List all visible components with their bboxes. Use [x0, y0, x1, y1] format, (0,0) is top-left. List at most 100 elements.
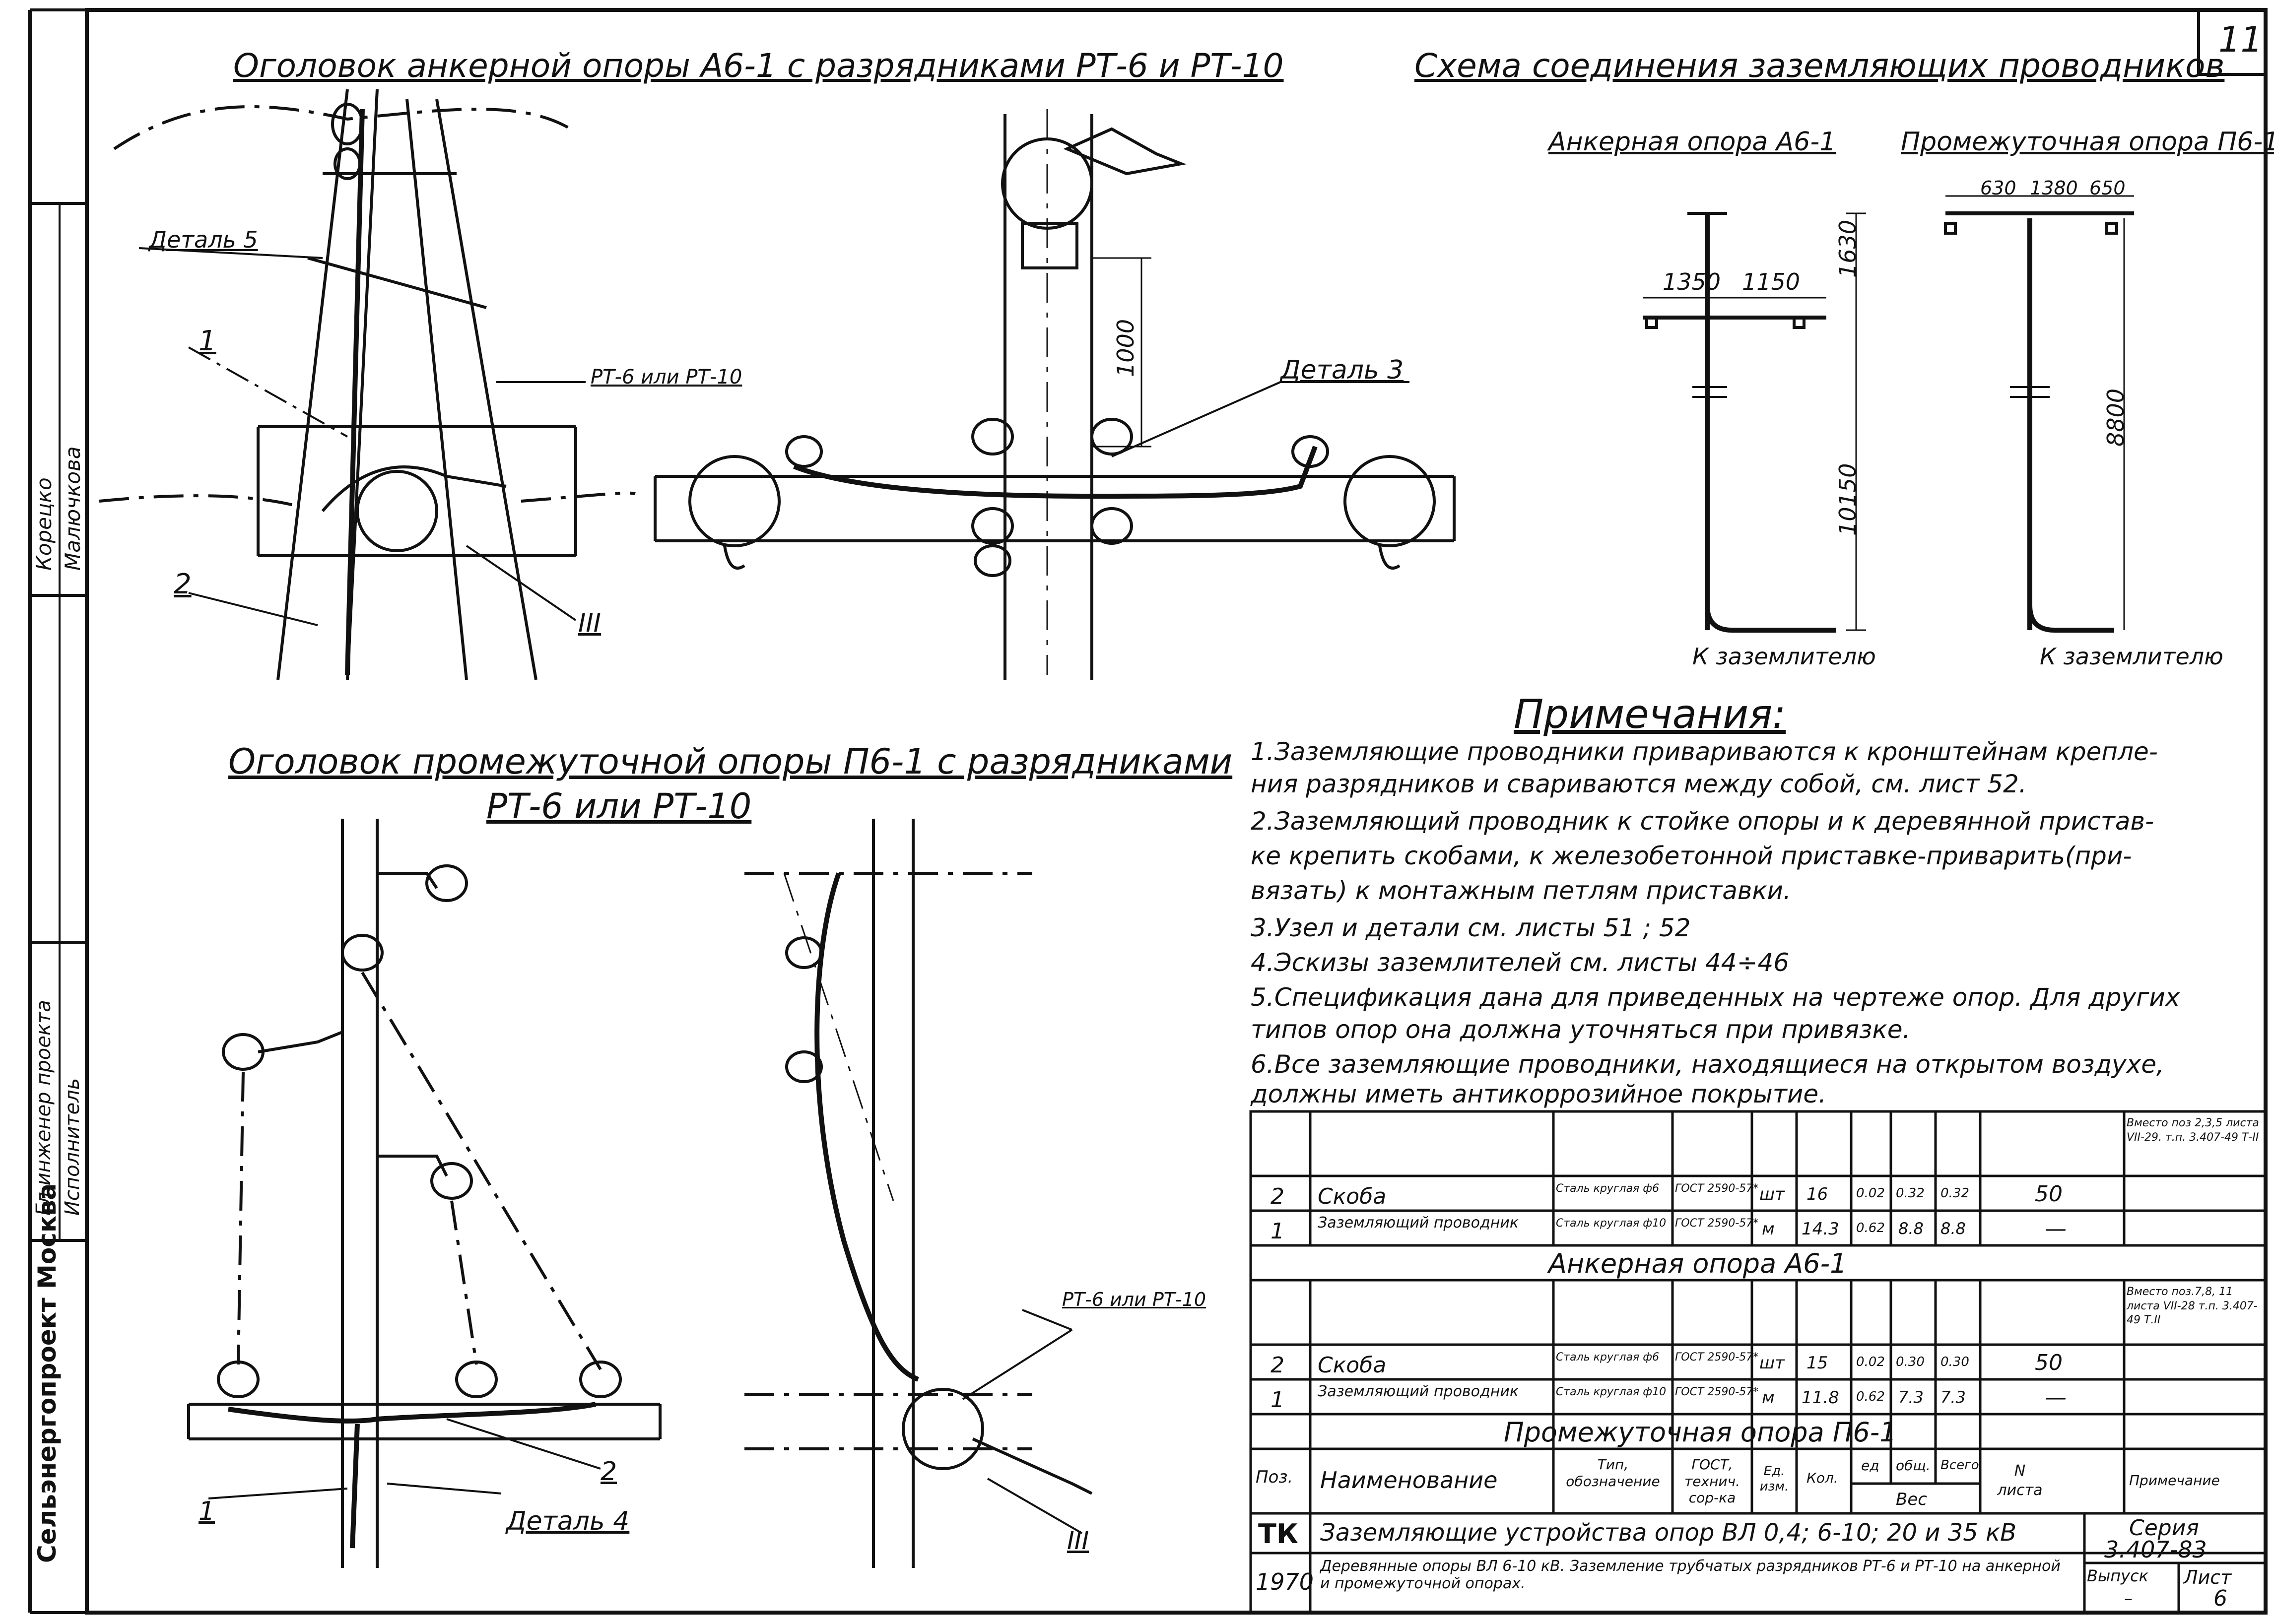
side-name1: Корецко [32, 477, 56, 571]
table-cell: 2 [1271, 1184, 1284, 1209]
table-cell: Вместо поз 2,3,5 листа VII-29. т.п. 3.40… [2127, 1117, 2259, 1144]
table-cell: 15 [1806, 1353, 1828, 1373]
stamp-year: 1970 [1256, 1568, 1314, 1595]
note-line: 3.Узел и детали см. листы 51 ; 52 [1251, 913, 1691, 942]
stamp-sheet-label: Лист [2184, 1566, 2232, 1588]
stamp-subtitle: Деревянные опоры ВЛ 6-10 кВ. Заземление … [1320, 1558, 2061, 1592]
table-header: Тип, обозначение [1566, 1456, 1660, 1490]
table-cell: шт [1759, 1353, 1785, 1373]
callout-3-top: III [578, 608, 602, 638]
note-line: 5.Спецификация дана для приведенных на ч… [1251, 983, 2180, 1012]
table-cell: Скоба [1318, 1353, 1387, 1378]
callout-1-top: 1 [199, 325, 216, 357]
table-cell: Заземляющий проводник [1318, 1383, 1519, 1400]
table-cell: 1 [1271, 1387, 1284, 1413]
table-cell: шт [1759, 1184, 1785, 1204]
stamp-series: 3.407-83 [2104, 1536, 2207, 1563]
scheme-intermediate-label: Промежуточная опора П6-1 [1901, 127, 2274, 157]
table-cell: 8.8 [1898, 1219, 1924, 1238]
table-caption-intermediate: Промежуточная опора П6-1 [1504, 1417, 1897, 1448]
table-header: Всего [1940, 1458, 1979, 1473]
stamp-series-label: Серия [2129, 1515, 2199, 1541]
callout-rt-top: РТ-6 или РТ-10 [591, 366, 742, 389]
anchor-head-drawing [99, 89, 636, 680]
scheme-dim: 630 [1980, 177, 2016, 199]
scheme-dim: 10150 [1834, 463, 1861, 536]
table-cell: Вместо поз.7,8, 11 листа VII-28 т.п. 3.4… [2127, 1286, 2258, 1327]
notes-heading: Примечания: [1514, 691, 1786, 737]
stamp-issue: – [2124, 1589, 2133, 1609]
table-header: ГОСТ, технич. сор-ка [1684, 1456, 1740, 1506]
table-cell: 14.3 [1802, 1219, 1839, 1239]
table-cell: 7.3 [1940, 1388, 1966, 1407]
table-cell: Сталь круглая ф10 [1556, 1386, 1667, 1398]
table-cell: 2 [1271, 1353, 1284, 1378]
note-line: типов опор она должна уточняться при при… [1251, 1015, 1911, 1044]
table-cell: 50 [2035, 1350, 2063, 1375]
side-role2: Исполнитель [61, 1078, 84, 1216]
scheme-dim: 1630 [1834, 219, 1861, 278]
callout-2-bottom: 2 [601, 1457, 617, 1487]
scheme-anchor-label: Анкерная опора А6-1 [1548, 127, 1836, 157]
table-cell: — [2045, 1385, 2067, 1410]
table-header: ед [1861, 1457, 1879, 1474]
table-cell: ГОСТ 2590-57* [1675, 1351, 1759, 1364]
intermediate-head-drawing [187, 819, 662, 1568]
table-cell: Сталь круглая ф6 [1556, 1351, 1660, 1364]
table-cell: 50 [2035, 1181, 2063, 1207]
table-cell: 7.3 [1898, 1388, 1924, 1407]
table-cell: м [1762, 1388, 1775, 1408]
callout-dim-1000: 1000 [1112, 319, 1139, 377]
table-cell: Скоба [1318, 1184, 1387, 1209]
scheme-dim: 1350 [1663, 268, 1721, 295]
table-cell: 0.30 [1940, 1355, 1969, 1369]
note-line: ке крепить скобами, к железобетонной при… [1251, 842, 2132, 870]
stamp-issue-label: Выпуск [2087, 1566, 2148, 1585]
side-role1: Гл.инженер проекта [32, 1000, 55, 1216]
table-header: общ. [1896, 1457, 1931, 1474]
table-cell: ГОСТ 2590-57* [1675, 1386, 1759, 1398]
table-cell: ГОСТ 2590-57* [1675, 1182, 1759, 1195]
note-line: 4.Эскизы заземлителей см. листы 44÷46 [1251, 948, 1790, 977]
table-header: Наименование [1320, 1467, 1498, 1494]
table-cell: 0.02 [1856, 1355, 1885, 1369]
scheme-to-ground-left: К заземлителю [1692, 643, 1876, 670]
table-cell: 16 [1806, 1184, 1828, 1204]
stamp-sheet: 6 [2213, 1586, 2227, 1611]
table-cell: 0.02 [1856, 1186, 1885, 1201]
table-cell: 0.32 [1896, 1186, 1925, 1201]
title-intermediate-head-line2: РТ-6 или РТ-10 [486, 786, 752, 827]
callout-detail-3: Деталь 3 [1280, 355, 1404, 385]
table-cell: 0.62 [1856, 1221, 1885, 1235]
scheme-dim: 650 [2089, 177, 2126, 199]
table-cell: 0.30 [1896, 1355, 1925, 1369]
table-caption-anchor: Анкерная опора А6-1 [1548, 1248, 1847, 1279]
title-anchor-head: Оголовок анкерной опоры А6-1 с разрядник… [233, 47, 1284, 85]
side-name2: Малючкова [61, 446, 85, 571]
note-line: 2.Заземляющий проводник к стойке опоры и… [1251, 807, 2154, 836]
sheet-number: 11 [2218, 19, 2263, 60]
intermediate-side-drawing [744, 819, 1093, 1568]
table-cell: 0.62 [1856, 1389, 1885, 1404]
table-cell: 11.8 [1802, 1388, 1839, 1408]
stamp-org: ТК [1258, 1518, 1298, 1550]
anchor-side-drawing [654, 109, 1456, 680]
table-cell: Сталь круглая ф10 [1556, 1217, 1667, 1230]
callout-rt-bottom: РТ-6 или РТ-10 [1062, 1289, 1206, 1310]
table-cell: ГОСТ 2590-57* [1675, 1217, 1759, 1230]
scheme-dim: 1380 [2030, 177, 2078, 199]
table-header: Поз. [1256, 1467, 1293, 1487]
table-cell: м [1762, 1219, 1775, 1239]
callout-2-top: 2 [174, 568, 192, 600]
callout-3-bottom: III [1067, 1526, 1089, 1555]
table-header: N листа [1997, 1462, 2043, 1499]
table-header: Кол. [1806, 1470, 1838, 1486]
title-intermediate-head-line1: Оголовок промежуточной опоры П6-1 с разр… [228, 741, 1233, 782]
callout-detail-5: Деталь 5 [149, 226, 258, 253]
callout-1-bottom: 1 [199, 1496, 215, 1526]
table-cell: 1 [1271, 1219, 1284, 1244]
note-line: 1.Заземляющие проводники привариваются к… [1251, 737, 2158, 766]
note-line: должны иметь антикоррозийное покрытие. [1251, 1080, 1826, 1108]
table-cell: 8.8 [1940, 1219, 1966, 1238]
